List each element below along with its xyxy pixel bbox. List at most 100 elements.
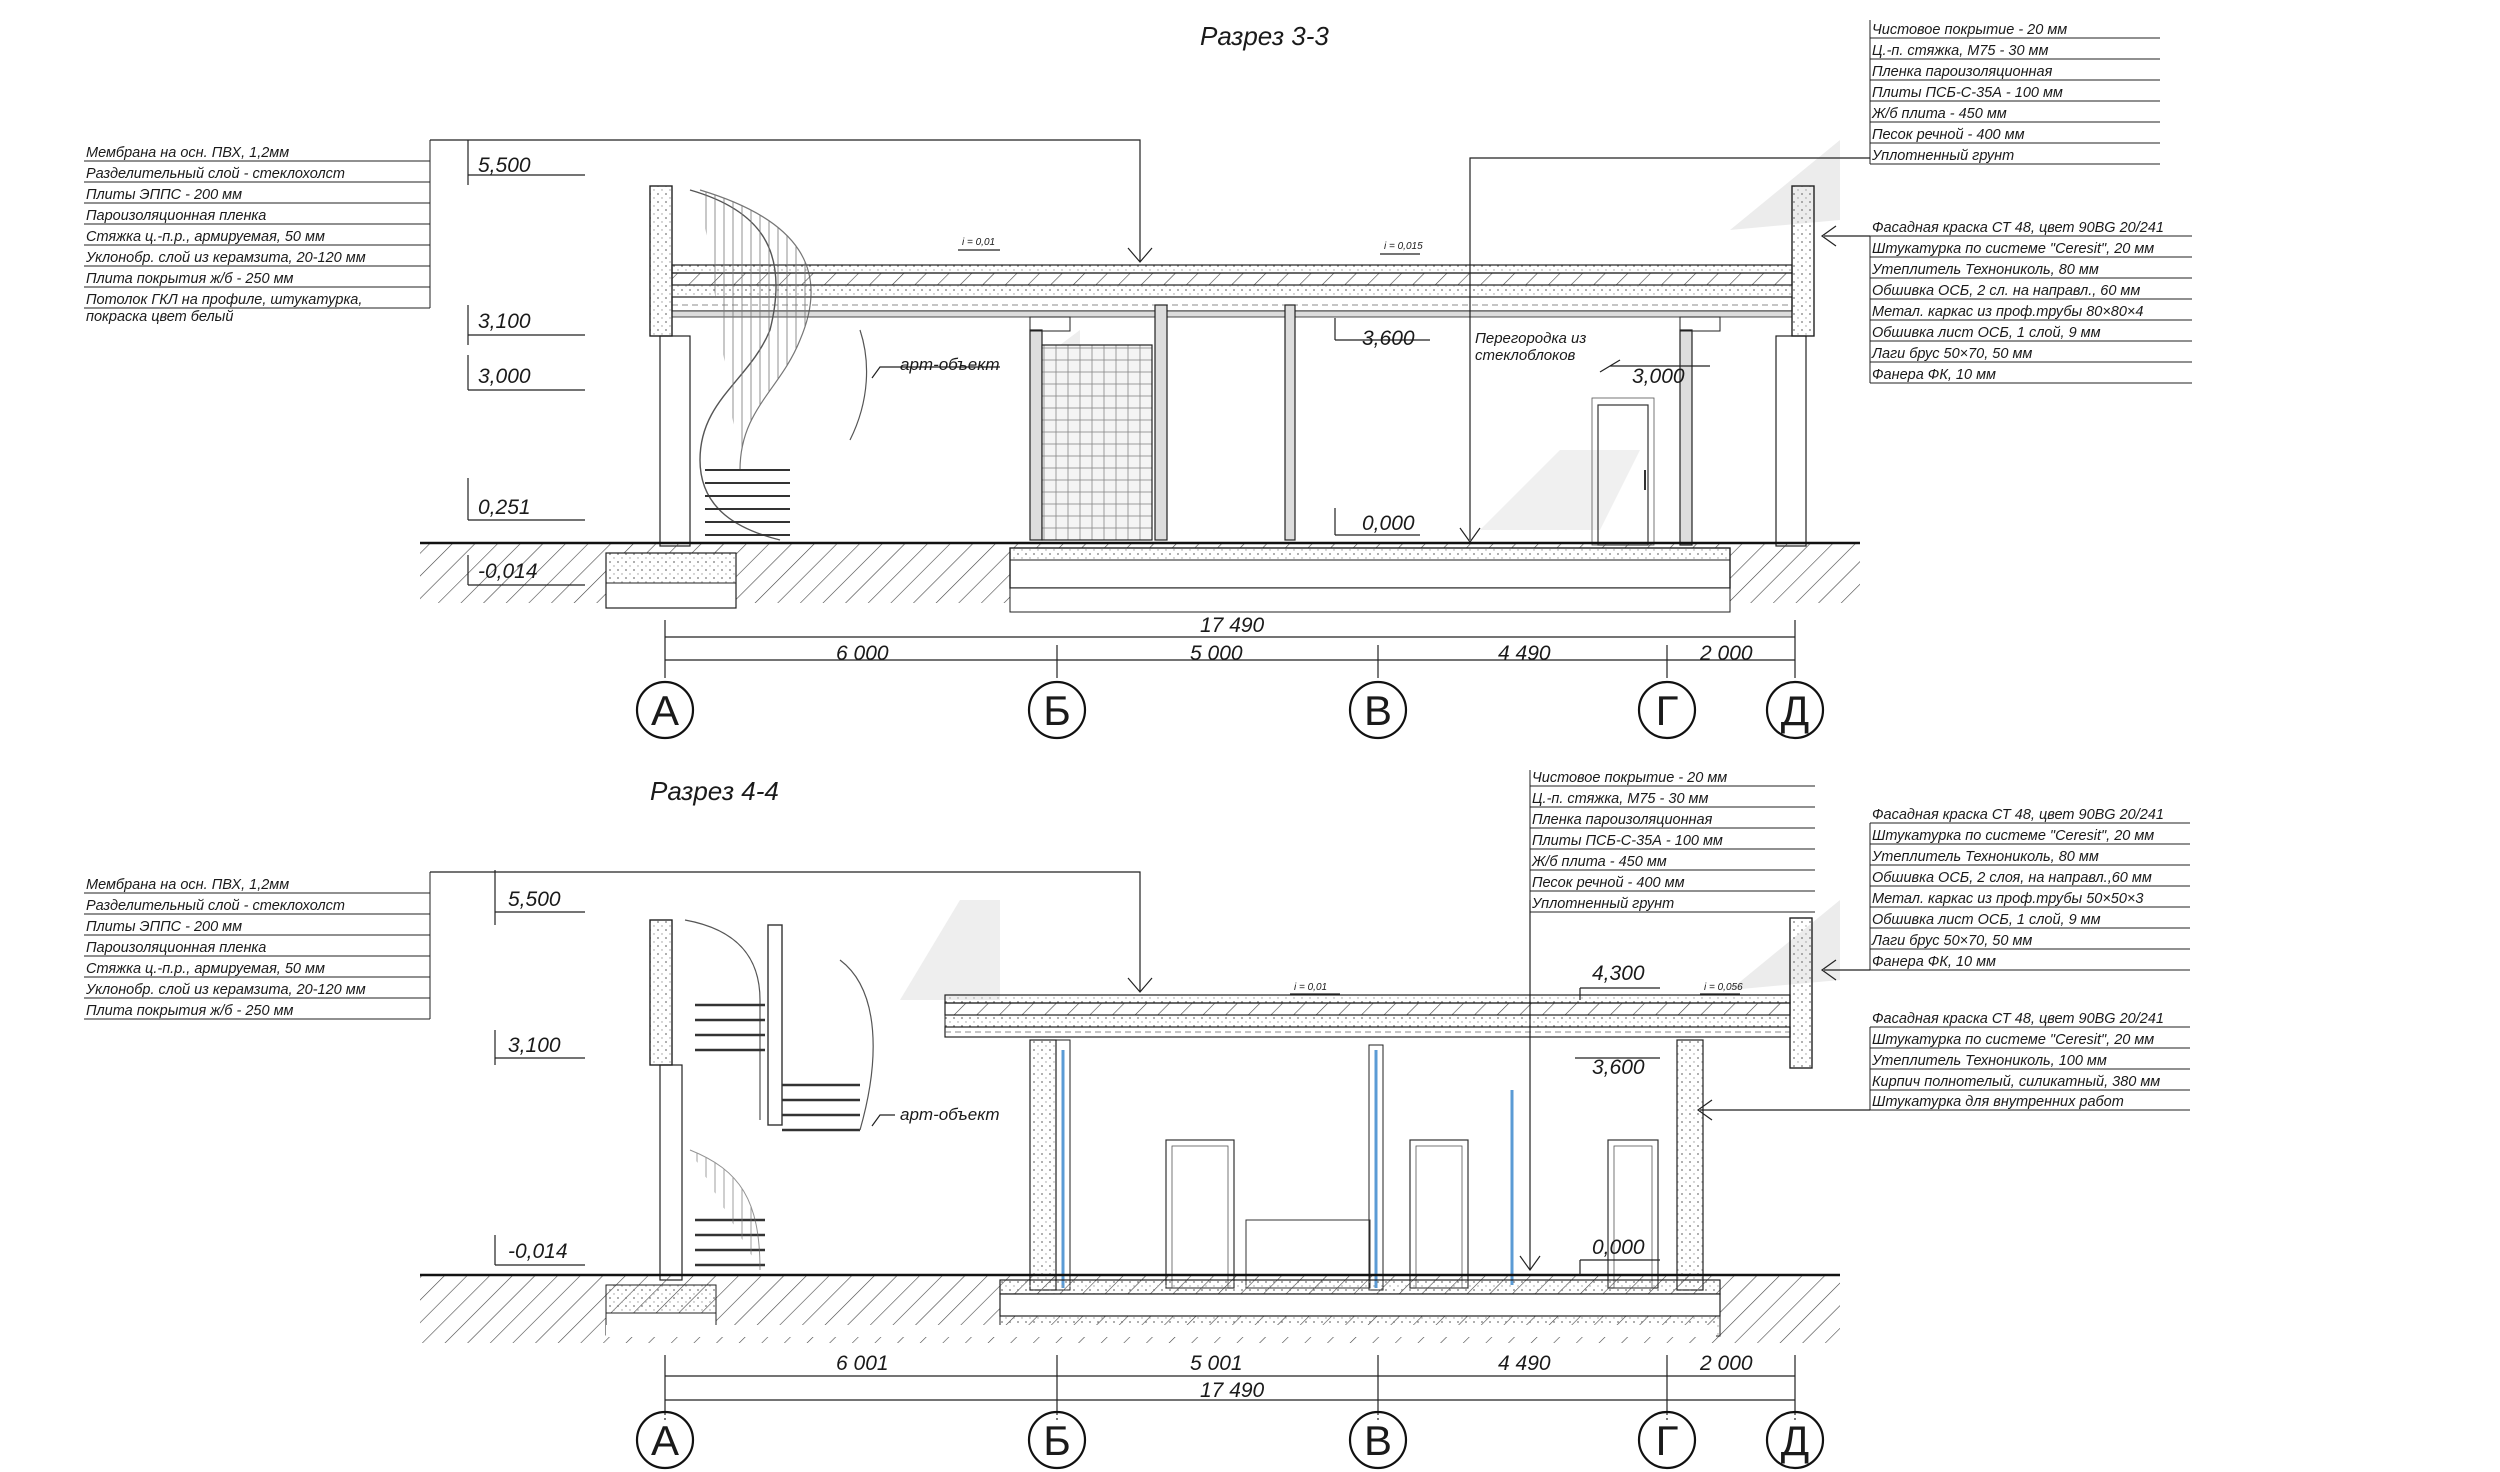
interior-elements [1029,1039,1704,1291]
layer-note: Обшивка ОСБ, 2 слоя, на направл.,60 мм [1872,870,2152,886]
layer-note: Разделительный слой - стеклохолст [86,898,345,914]
layer-note: Фанера ФК, 10 мм [1872,954,1996,970]
axis-label[interactable]: Д [1781,1417,1809,1464]
axis-label[interactable]: Г [1656,687,1679,734]
axis-bubble [1027,680,1087,740]
layer-note: Ц.-п. стяжка, М75 - 30 мм [1532,791,1708,807]
level-label: 4,300 [1592,962,1645,985]
layer-note: Уплотненный грунт [1531,896,1674,912]
layer-note: покраска цвет белый [86,309,233,325]
layer-note: Кирпич полнотелый, силикатный, 380 мм [1872,1074,2160,1090]
parapet-right [1789,917,1813,1069]
slope-label: i = 0,015 [1384,241,1423,252]
axis-label[interactable]: А [651,687,679,734]
layer-note: Штукатурка для внутренних работ [1872,1094,2124,1110]
shade-patch [900,900,1000,1000]
axis-label[interactable]: Б [1043,687,1071,734]
section-title[interactable]: Разрез 3-3 [1200,21,1329,51]
axis-bubble [1637,680,1697,740]
level-label: 3,100 [508,1034,561,1057]
layer-note: Песок речной - 400 мм [1532,875,1685,891]
layer-note: Пароизоляционная пленка [86,940,266,956]
span-dimension: 2 000 [1699,642,1753,665]
layer-note: Лаги брус 50×70, 50 мм [1871,933,2032,949]
level-label: 3,000 [1632,365,1685,388]
span-dimension: 6 001 [836,1352,889,1375]
column-d [1775,335,1807,547]
art-object-label: арт-объект [900,1105,1000,1124]
layer-note: Утеплитель Технониколь, 80 мм [1871,262,2099,278]
layer-note: Ж/б плита - 450 мм [1531,854,1667,870]
span-dimension: 6 000 [836,642,889,665]
layer-note: Мембрана на осн. ПВХ, 1,2мм [86,877,289,893]
shade-patch [1480,450,1640,530]
roof-slab [671,264,1793,318]
leader-lines [430,871,1870,1272]
layer-note: Фанера ФК, 10 мм [1872,367,1996,383]
floor-and-ground [420,1273,1840,1343]
axis-label[interactable]: Г [1656,1417,1679,1464]
layer-note: Штукатурка по системе "Ceresit", 20 мм [1872,241,2154,257]
layer-note: Стяжка ц.-п.р., армируемая, 50 мм [86,229,325,245]
layer-note: Чистовое покрытие - 20 мм [1872,22,2067,38]
layer-note: Пленка пароизоляционная [1532,812,1713,828]
axis-label[interactable]: А [651,1417,679,1464]
floor-and-ground [420,541,1860,613]
wall-layers-callout: Фасадная краска СТ 48, цвет 90BG 20/241 … [1869,220,2192,384]
floor-layers-callout: Чистовое покрытие - 20 мм Ц.-п. стяжка, … [1869,20,2160,165]
layer-note: Плиты ЭППС - 200 мм [86,187,242,203]
layer-note: Стяжка ц.-п.р., армируемая, 50 мм [86,961,325,977]
spiral-stair [689,189,868,541]
level-marks: 5,500 3,100 3,000 0,251 -0,014 3,600 0,0… [467,140,1710,586]
axis-label[interactable]: Д [1781,687,1809,734]
axis-label[interactable]: Б [1043,1417,1071,1464]
column-a [659,1064,683,1281]
axis-bubbles: А Б В Г Д [635,680,1825,740]
axis-label[interactable]: В [1364,1417,1392,1464]
total-dimension: 17 490 [1200,614,1265,637]
level-marks: 5,500 3,100 -0,014 4,300 3,600 0,000 [494,870,1660,1275]
span-dimension: 5 001 [1190,1352,1243,1375]
layer-note: Фасадная краска СТ 48, цвет 90BG 20/241 [1872,220,2164,236]
span-dimension: 2 000 [1699,1352,1753,1375]
axis-bubble [1637,1410,1697,1470]
axis-bubbles: А Б В Г Д [635,1410,1825,1470]
layer-note: Обшивка ОСБ, 2 сл. на направл., 60 мм [1872,283,2140,299]
axis-bubble [1348,1410,1408,1470]
column-a [659,335,691,547]
level-label: 0,000 [1592,1236,1645,1259]
layer-note: Фасадная краска СТ 48, цвет 90BG 20/241 [1872,807,2164,823]
span-dimension: 4 490 [1498,1352,1551,1375]
axis-bubble [1027,1410,1087,1470]
interior-elements [1029,304,1721,546]
layer-note: Лаги брус 50×70, 50 мм [1871,346,2032,362]
partition-label: Перегородка из [1475,330,1586,347]
axis-bubble [635,1410,695,1470]
layer-note: Ц.-п. стяжка, М75 - 30 мм [1872,43,2048,59]
layer-note: Разделительный слой - стеклохолст [86,166,345,182]
level-label: 3,600 [1362,327,1415,350]
layer-note: Уклонобр. слой из керамзита, 20-120 мм [85,250,366,266]
layer-note: Уклонобр. слой из керамзита, 20-120 мм [85,982,366,998]
level-label: 5,500 [508,888,561,911]
level-label: 5,500 [478,154,531,177]
layer-note: Пароизоляционная пленка [86,208,266,224]
shade-patch [1730,900,1840,990]
art-object-label: арт-объект [900,355,1000,374]
axis-label[interactable]: В [1364,687,1392,734]
layer-note: Пленка пароизоляционная [1872,64,2053,80]
section-title[interactable]: Разрез 4-4 [650,776,779,806]
level-label: 3,100 [478,310,531,333]
layer-note: Плиты ПСБ-С-35А - 100 мм [1532,833,1723,849]
layer-note: Фасадная краска СТ 48, цвет 90BG 20/241 [1872,1011,2164,1027]
level-label: -0,014 [508,1240,568,1263]
layer-note: Штукатурка по системе "Ceresit", 20 мм [1872,828,2154,844]
dimension-lines [664,1355,1796,1420]
layer-note: Мембрана на осн. ПВХ, 1,2мм [86,145,289,161]
axis-bubble [1765,680,1825,740]
shade-patch [1730,140,1840,230]
layer-note: Уплотненный грунт [1871,148,2014,164]
layer-note: Метал. каркас из проф.трубы 50×50×3 [1872,891,2143,907]
level-label: -0,014 [478,560,538,583]
